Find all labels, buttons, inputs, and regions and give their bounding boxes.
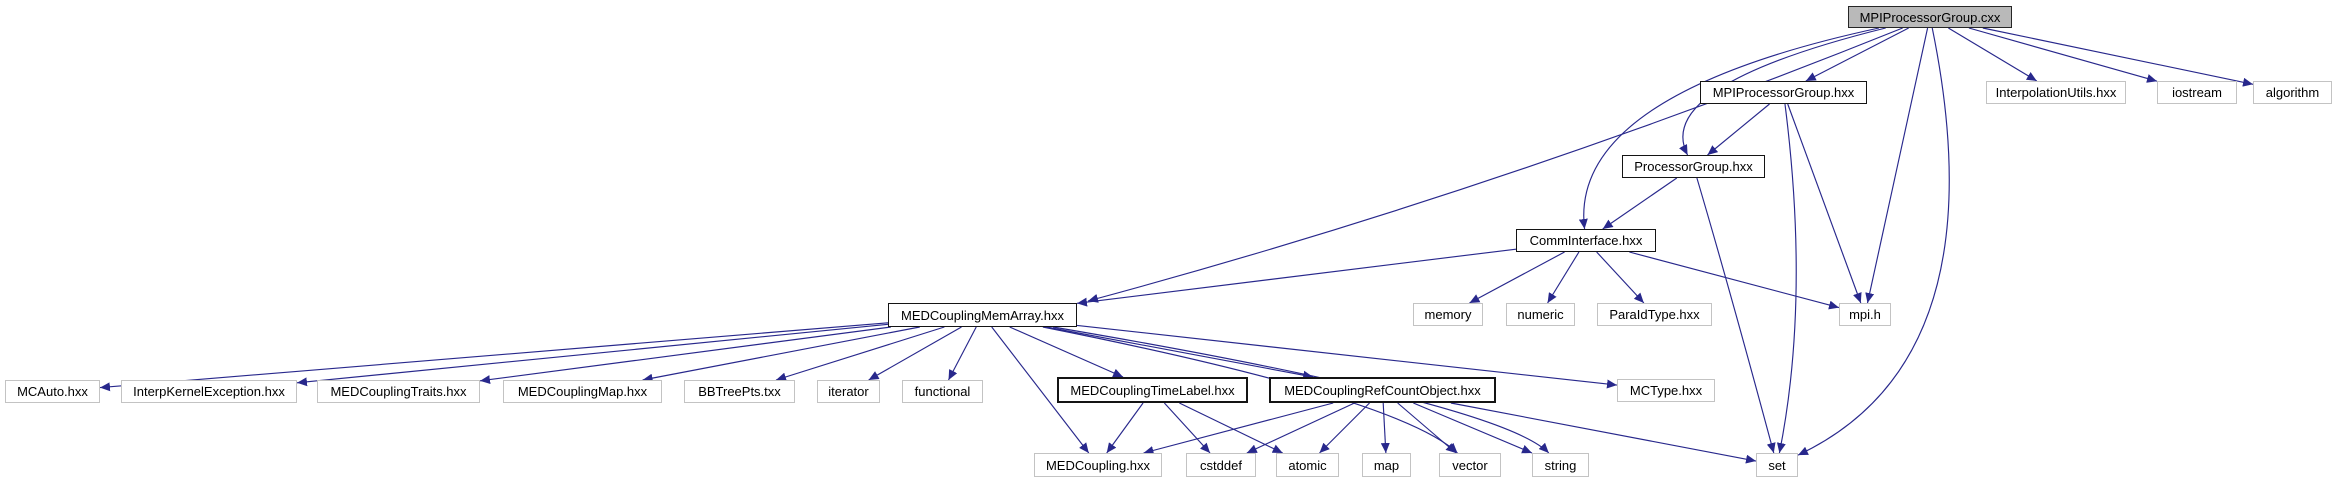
- edge-comm-interface-to-mpi-h: [1629, 251, 1840, 310]
- edge-mem-array-to-time-label: [1009, 326, 1124, 378]
- edge-mpi-cxx-to-comm-interface: [1578, 27, 1880, 230]
- node-med-coupling: MEDCoupling.hxx: [1034, 453, 1162, 477]
- node-time-label[interactable]: MEDCouplingTimeLabel.hxx: [1057, 377, 1248, 403]
- edge-ref-count-to-atomic: [1319, 402, 1370, 454]
- edge-mem-array-to-interp-kernel-exception: [296, 323, 889, 387]
- edge-mem-array-to-ref-count: [1046, 326, 1314, 380]
- node-label: iostream: [2172, 85, 2222, 100]
- edge-mpi-hxx-to-set: [1776, 103, 1797, 454]
- node-label: vector: [1452, 457, 1488, 473]
- node-label: MEDCouplingTraits.hxx: [330, 384, 467, 399]
- edge-mpi-cxx-to-set: [1797, 27, 1950, 456]
- node-label: CommInterface.hxx: [1529, 233, 1643, 248]
- node-mpi-h: mpi.h: [1839, 303, 1891, 326]
- edge-mpi-cxx-to-mpi-h: [1865, 27, 1929, 304]
- node-comm-interface[interactable]: CommInterface.hxx: [1516, 229, 1656, 252]
- edge-comm-interface-to-numeric: [1547, 251, 1580, 304]
- node-label: set: [1768, 457, 1786, 473]
- edge-comm-interface-to-mem-array: [1076, 248, 1517, 307]
- node-string: string: [1532, 453, 1589, 477]
- node-label: algorithm: [2265, 85, 2320, 100]
- edge-proc-group-to-set: [1696, 177, 1776, 454]
- node-label: mpi.h: [1849, 307, 1881, 322]
- node-label: InterpKernelException.hxx: [133, 384, 285, 399]
- node-set: set: [1756, 453, 1798, 477]
- node-atomic: atomic: [1276, 453, 1339, 477]
- node-label: cstddef: [1200, 457, 1242, 473]
- edge-mpi-cxx-to-mem-array: [1087, 27, 1903, 303]
- node-label: ParaIdType.hxx: [1609, 307, 1700, 322]
- edge-ref-count-to-map: [1380, 402, 1390, 454]
- edge-time-label-to-cstddef: [1163, 402, 1211, 454]
- node-label: map: [1373, 457, 1400, 473]
- edge-mpi-hxx-to-mpi-h: [1787, 103, 1862, 304]
- node-mc-auto: MCAuto.hxx: [5, 380, 100, 403]
- edge-ref-count-to-vector: [1397, 402, 1457, 454]
- edge-mem-array-to-functional: [948, 326, 977, 381]
- node-interp-kernel-exception: InterpKernelException.hxx: [121, 380, 297, 403]
- node-label: string: [1544, 457, 1577, 473]
- edge-mem-array-to-med-map: [642, 326, 920, 383]
- node-label: MPIProcessorGroup.hxx: [1712, 85, 1855, 100]
- node-label: numeric: [1517, 307, 1564, 322]
- node-numeric: numeric: [1506, 303, 1575, 326]
- node-label: MEDCouplingTimeLabel.hxx: [1070, 382, 1235, 398]
- node-map: map: [1362, 453, 1411, 477]
- edge-comm-interface-to-para-id-type: [1596, 251, 1645, 304]
- edge-ref-count-to-cstddef: [1246, 402, 1355, 454]
- node-label: MCType.hxx: [1629, 383, 1703, 398]
- node-label: atomic: [1288, 457, 1327, 473]
- node-iterator: iterator: [817, 380, 880, 403]
- edge-time-label-to-atomic: [1179, 402, 1283, 454]
- edge-mem-array-to-mc-type: [1076, 324, 1618, 389]
- edge-time-label-to-med-coupling: [1106, 402, 1144, 454]
- node-memory: memory: [1413, 303, 1483, 326]
- node-mem-array[interactable]: MEDCouplingMemArray.hxx: [888, 303, 1077, 327]
- edge-mpi-cxx-to-interp-utils: [1948, 27, 2038, 82]
- node-label: MEDCoupling.hxx: [1045, 457, 1151, 473]
- edge-mem-array-to-iterator: [868, 326, 962, 381]
- edge-mpi-cxx-to-algorithm: [1982, 27, 2254, 87]
- node-label: BBTreePts.txx: [698, 384, 781, 399]
- node-med-map: MEDCouplingMap.hxx: [503, 380, 662, 403]
- node-label: MCAuto.hxx: [17, 384, 88, 399]
- edge-mpi-cxx-to-iostream: [1968, 27, 2158, 83]
- edge-comm-interface-to-memory: [1469, 251, 1565, 304]
- node-interp-utils: InterpolationUtils.hxx: [1986, 81, 2126, 104]
- node-para-id-type: ParaIdType.hxx: [1597, 303, 1712, 326]
- node-label: memory: [1424, 307, 1472, 322]
- node-mpi-cxx: MPIProcessorGroup.cxx: [1848, 6, 2012, 28]
- node-label: InterpolationUtils.hxx: [1995, 85, 2117, 100]
- node-mc-type: MCType.hxx: [1617, 379, 1715, 402]
- node-label: MEDCouplingRefCountObject.hxx: [1284, 382, 1481, 398]
- node-algorithm: algorithm: [2253, 81, 2332, 104]
- edge-mem-array-to-bbtree-pts: [775, 326, 945, 382]
- node-label: MEDCouplingMemArray.hxx: [900, 307, 1065, 323]
- node-med-traits: MEDCouplingTraits.hxx: [317, 380, 480, 403]
- edge-ref-count-to-med-coupling: [1143, 402, 1334, 455]
- node-label: functional: [914, 384, 971, 399]
- node-vector: vector: [1439, 453, 1501, 477]
- edge-proc-group-to-comm-interface: [1602, 177, 1678, 230]
- node-iostream: iostream: [2157, 81, 2237, 104]
- node-label: MPIProcessorGroup.cxx: [1859, 9, 2001, 25]
- node-proc-group[interactable]: ProcessorGroup.hxx: [1622, 155, 1765, 178]
- edge-mpi-cxx-to-mpi-hxx: [1805, 27, 1909, 82]
- node-cstddef: cstddef: [1186, 453, 1256, 477]
- node-functional: functional: [902, 380, 983, 403]
- node-label: MEDCouplingMap.hxx: [517, 384, 648, 399]
- edge-mem-array-to-mc-auto: [99, 322, 889, 392]
- node-label: iterator: [828, 384, 869, 399]
- edge-mpi-hxx-to-proc-group: [1707, 103, 1770, 156]
- node-label: ProcessorGroup.hxx: [1634, 159, 1753, 174]
- edge-ref-count-to-set: [1450, 402, 1757, 464]
- edge-mem-array-to-med-traits: [479, 326, 891, 384]
- node-mpi-hxx[interactable]: MPIProcessorGroup.hxx: [1700, 81, 1867, 104]
- node-ref-count[interactable]: MEDCouplingRefCountObject.hxx: [1269, 377, 1496, 403]
- node-bbtree-pts: BBTreePts.txx: [684, 380, 795, 403]
- edge-ref-count-to-string: [1413, 402, 1533, 454]
- edge-mem-array-to-med-coupling: [991, 326, 1090, 454]
